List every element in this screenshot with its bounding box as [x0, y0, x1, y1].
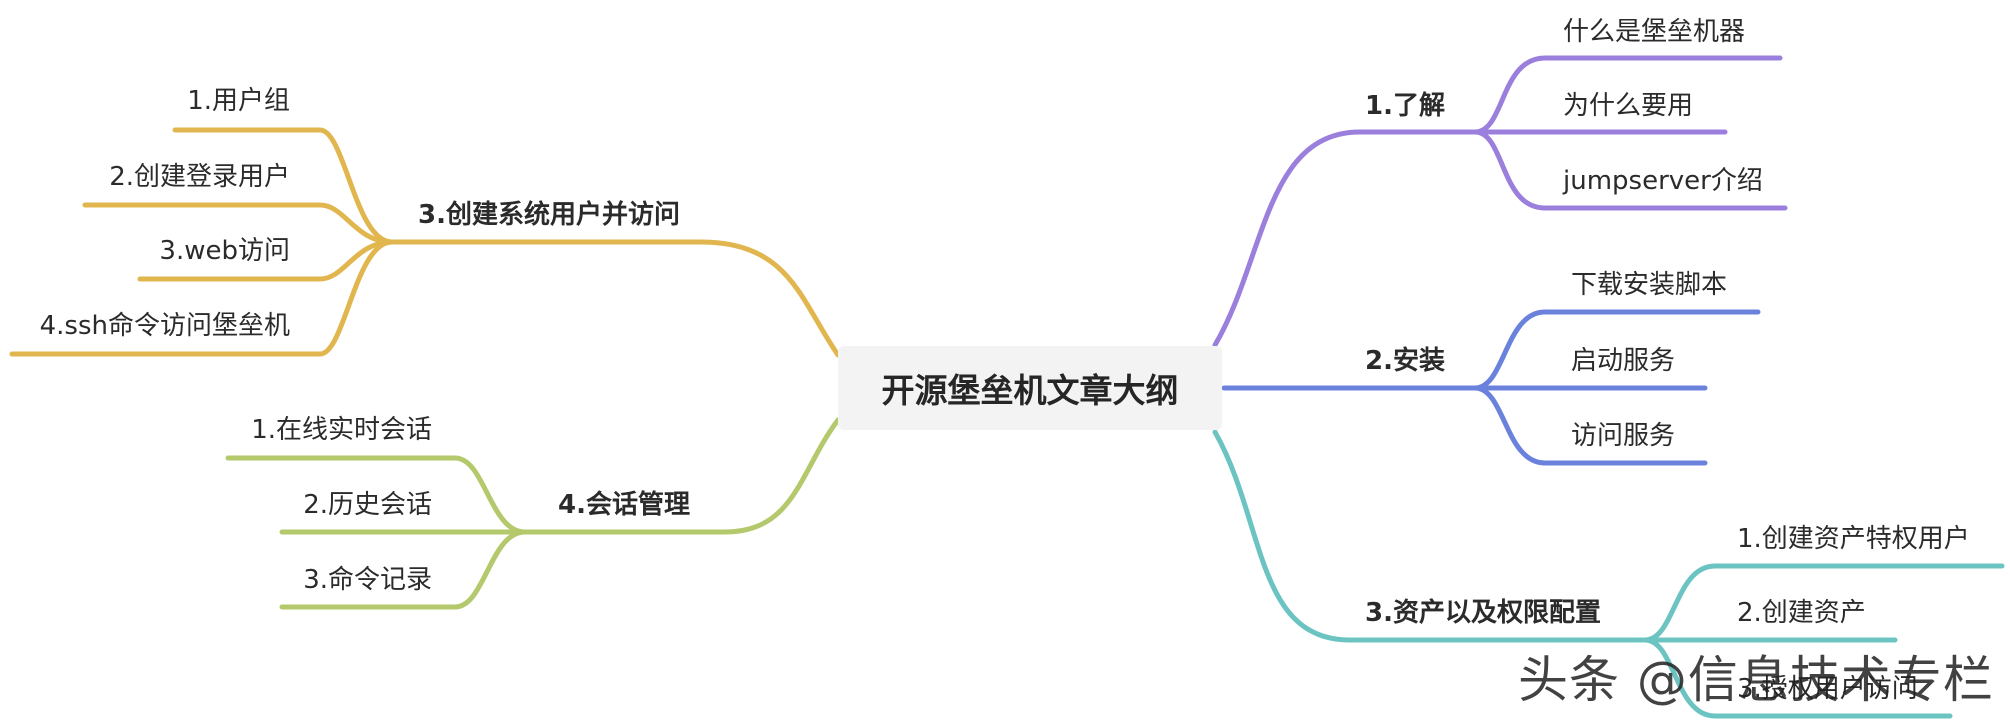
branch-assets[interactable]: 3.资产以及权限配置: [1365, 598, 1601, 628]
node-start-service[interactable]: 启动服务: [1571, 346, 1676, 376]
node-create-login-user[interactable]: 2.创建登录用户: [109, 162, 290, 192]
node-jumpserver-intro[interactable]: jumpserver介绍: [1563, 166, 1763, 196]
node-web-access[interactable]: 3.web访问: [159, 236, 290, 266]
node-why-use[interactable]: 为什么要用: [1563, 91, 1694, 121]
node-create-asset[interactable]: 2.创建资产: [1737, 598, 1866, 628]
branch-understand-lines: [1212, 55, 1788, 348]
branch-install[interactable]: 2.安装: [1365, 346, 1445, 376]
node-command-log[interactable]: 3.命令记录: [303, 565, 432, 595]
root-title: 开源堡垒机文章大纲: [881, 371, 1179, 410]
branch-create-users-lines: [9, 127, 841, 358]
branch-assets-lines: [1212, 429, 2005, 719]
root-node[interactable]: 开源堡垒机文章大纲: [838, 346, 1222, 430]
branch-install-lines: [1221, 309, 1761, 466]
node-ssh-access[interactable]: 4.ssh命令访问堡垒机: [39, 311, 290, 341]
node-grant-user-access[interactable]: 3.授权用户访问: [1737, 674, 1918, 704]
node-user-group[interactable]: 1.用户组: [187, 86, 290, 116]
branch-understand[interactable]: 1.了解: [1365, 91, 1445, 121]
branch-sessions[interactable]: 4.会话管理: [558, 490, 690, 520]
node-download-script[interactable]: 下载安装脚本: [1571, 270, 1728, 300]
node-session-history[interactable]: 2.历史会话: [303, 490, 432, 520]
node-create-privileged-user[interactable]: 1.创建资产特权用户: [1737, 524, 1970, 554]
branch-create-users[interactable]: 3.创建系统用户并访问: [418, 200, 680, 230]
node-access-service[interactable]: 访问服务: [1571, 421, 1676, 451]
node-what-is-bastion[interactable]: 什么是堡垒机器: [1563, 17, 1746, 47]
node-live-sessions[interactable]: 1.在线实时会话: [251, 415, 432, 445]
watermark-text: 头条 @信息技术专栏: [1518, 651, 1994, 709]
branch-sessions-lines: [225, 417, 841, 610]
